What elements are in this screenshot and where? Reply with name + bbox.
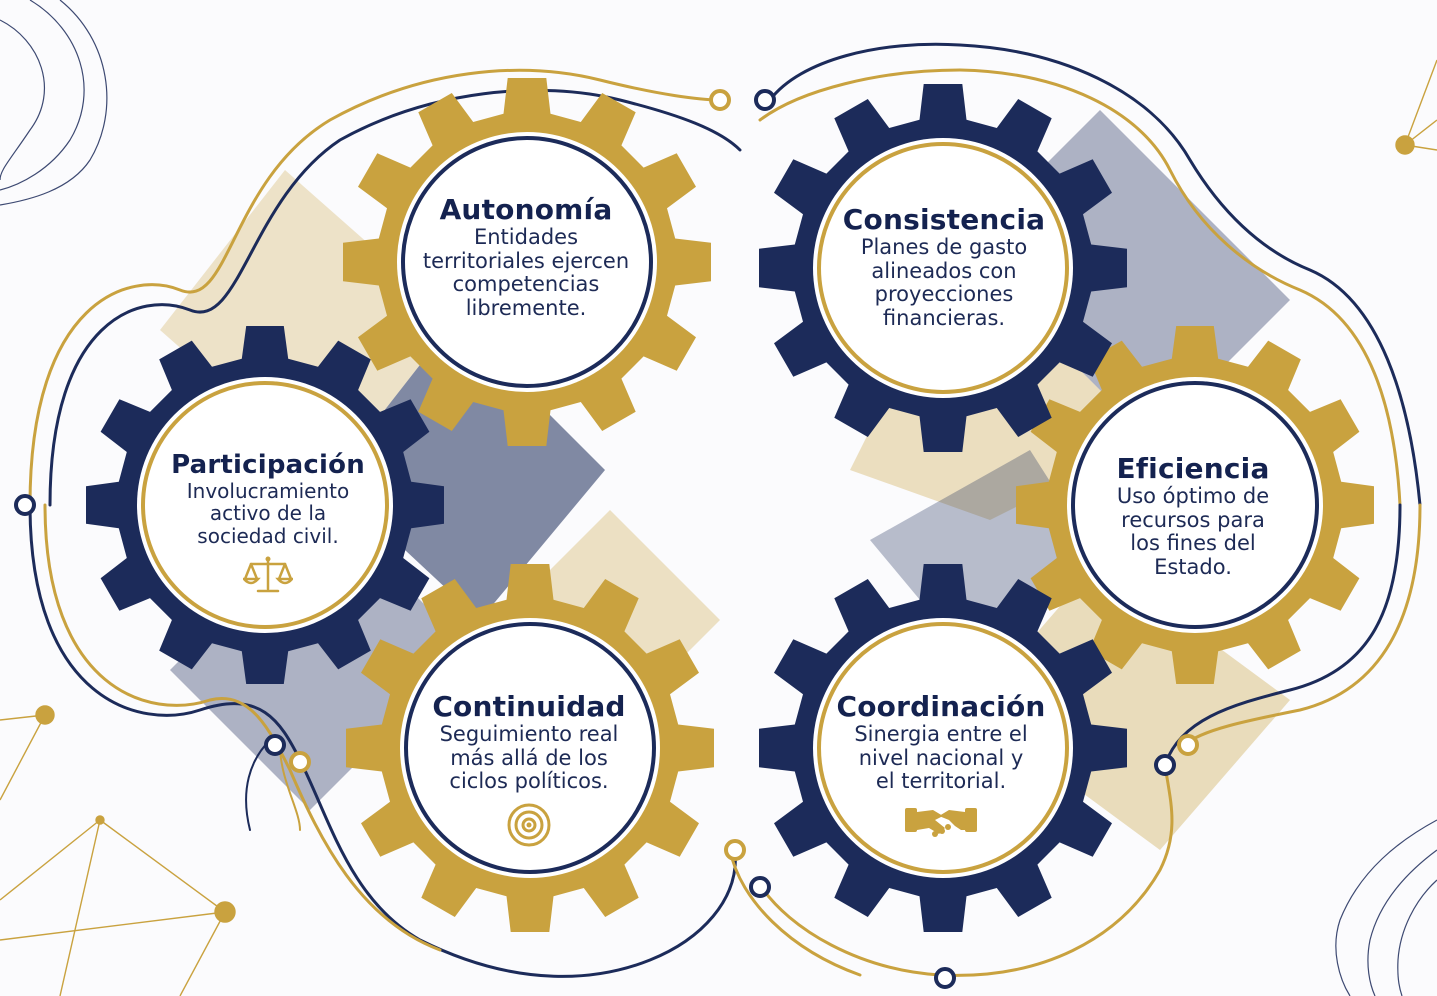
card-description-line: activo de la	[209, 501, 327, 526]
card-title: Coordinación	[836, 690, 1046, 723]
card-description-line: Estado.	[1154, 554, 1232, 579]
card-description-line: nivel nacional y	[858, 745, 1024, 770]
gear-inner-ring	[401, 136, 653, 388]
gear-hub	[1067, 377, 1323, 633]
target-icon	[400, 802, 658, 848]
circuit-node	[709, 89, 731, 111]
card-description-line: libremente.	[465, 295, 587, 320]
circuit-node	[14, 494, 36, 516]
circuit-node	[934, 967, 956, 989]
circuit-line	[43, 503, 442, 952]
gear	[343, 78, 711, 446]
gear	[759, 84, 1127, 452]
card-description-line: Entidades	[473, 225, 579, 249]
card-coordinacion: Coordinación Sinergia entre el nivel nac…	[810, 690, 1072, 842]
circuit-line	[758, 68, 1402, 507]
gear-hub	[400, 618, 660, 878]
circuit-lines	[14, 42, 1422, 989]
card-description: Planes de gasto alineados con proyeccion…	[818, 235, 1070, 330]
gear-inner-ring	[404, 622, 656, 874]
card-description-line: Uso óptimo de	[1116, 484, 1270, 508]
decorative-network-top-right	[1395, 59, 1437, 155]
gear-inner-ring	[141, 381, 389, 629]
decorative-network-bottom-left	[0, 705, 236, 996]
circuit-line	[1163, 503, 1402, 767]
card-description-line: Planes de gasto	[860, 235, 1028, 259]
card-description: Uso óptimo de recursos para los fines de…	[1075, 484, 1311, 579]
card-description-line: Seguimiento real	[439, 722, 619, 746]
card-description: Sinergia entre el nivel nacional y el te…	[810, 722, 1072, 794]
gear-inner-ring	[1071, 381, 1319, 629]
card-description-line: Involucramiento	[186, 479, 350, 503]
card-description-line: territoriales ejercen	[422, 248, 630, 273]
card-autonomia: Autonomía Entidades territoriales ejerce…	[395, 193, 657, 320]
card-description: Seguimiento real más allá de los ciclos …	[400, 722, 658, 794]
gear-hub	[397, 132, 657, 392]
circuit-node	[749, 876, 771, 898]
gear	[1016, 326, 1374, 684]
card-description-line: el territorial.	[875, 769, 1007, 794]
card-description-line: Sinergia entre el	[854, 722, 1028, 746]
handshake-icon	[810, 802, 1072, 842]
card-description-line: sociedad civil.	[197, 523, 339, 548]
circuit-node	[754, 89, 776, 111]
gear	[346, 564, 714, 932]
scales-icon	[150, 555, 386, 595]
card-description-line: competencias	[452, 272, 600, 297]
card-consistencia: Consistencia Planes de gasto alineados c…	[818, 203, 1070, 330]
gear	[759, 564, 1127, 932]
card-description-line: proyecciones	[874, 282, 1014, 307]
circuit-line	[28, 68, 722, 507]
gear-hub	[813, 618, 1073, 878]
gear-layer	[86, 78, 1374, 932]
card-title: Continuidad	[432, 690, 626, 723]
circuit-line	[279, 744, 301, 831]
card-description: Involucramiento activo de la sociedad ci…	[150, 479, 386, 548]
circuit-line	[758, 763, 1174, 977]
card-title: Consistencia	[842, 203, 1046, 236]
circuit-line	[245, 739, 271, 831]
gear-hub	[137, 377, 393, 633]
gear-hub	[813, 138, 1073, 398]
card-description-line: más allá de los	[450, 745, 608, 770]
card-title: Participación	[171, 450, 365, 480]
circuit-line	[48, 88, 742, 507]
gear-inner-ring	[817, 622, 1069, 874]
card-continuidad: Continuidad Seguimiento real más allá de…	[400, 690, 658, 848]
circuit-line	[28, 503, 737, 978]
gear-inner-ring	[817, 142, 1069, 394]
card-description: Entidades territoriales ejercen competen…	[395, 225, 657, 320]
circuit-line	[1183, 503, 1422, 747]
circuit-node	[724, 839, 746, 861]
circuit-line	[728, 848, 862, 977]
card-title: Autonomía	[439, 193, 613, 226]
circuit-node	[1177, 734, 1199, 756]
circuit-line	[768, 42, 1422, 507]
gear	[86, 326, 444, 684]
card-description-line: financieras.	[882, 305, 1006, 330]
circuit-node	[289, 751, 311, 773]
circuit-node	[1154, 754, 1176, 776]
card-description-line: alineados con	[871, 258, 1017, 283]
circuit-node	[264, 734, 286, 756]
card-participacion: Participación Involucramiento activo de …	[150, 450, 386, 595]
card-description-line: ciclos políticos.	[449, 769, 609, 794]
decorative-contours-top-left	[0, 0, 108, 206]
card-description-line: los fines del	[1130, 531, 1256, 556]
card-title: Eficiencia	[1116, 452, 1270, 485]
card-eficiencia: Eficiencia Uso óptimo de recursos para l…	[1075, 452, 1311, 579]
decorative-contours-bottom-right	[1335, 819, 1437, 996]
card-description-line: recursos para	[1121, 507, 1265, 532]
